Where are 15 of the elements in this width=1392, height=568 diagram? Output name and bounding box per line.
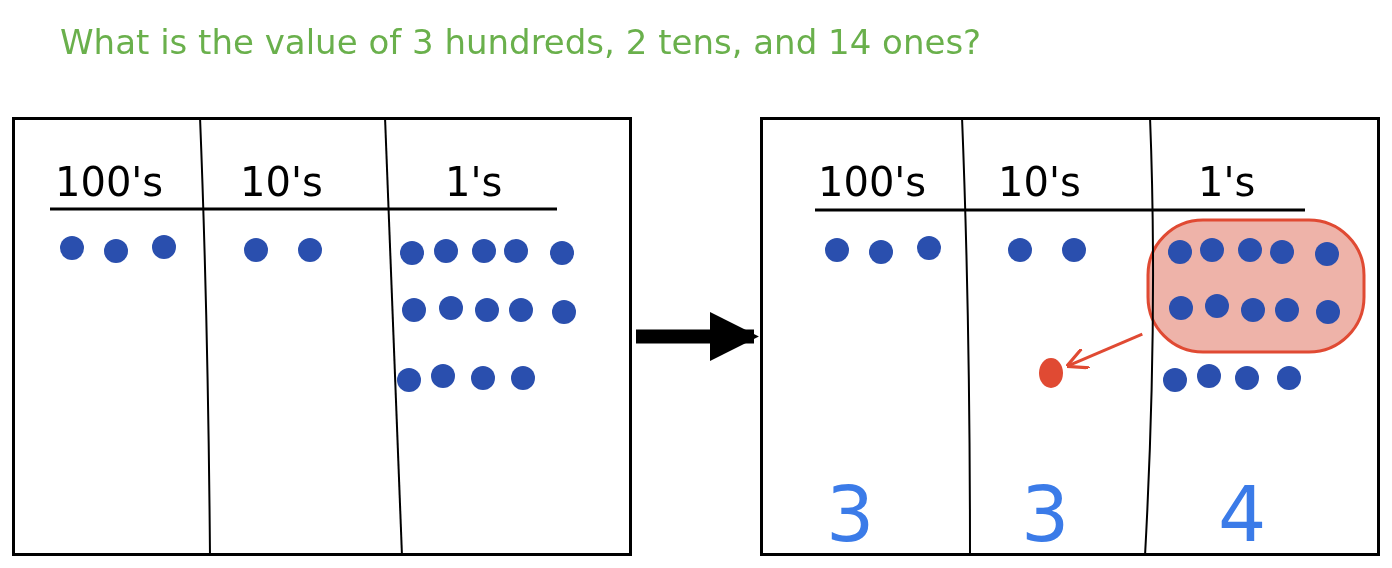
column-header: 1's xyxy=(1198,160,1256,204)
question-title: What is the value of 3 hundreds, 2 tens, and 14 ones? xyxy=(60,22,982,62)
column-header: 10's xyxy=(998,160,1081,204)
column-header: 100's xyxy=(818,160,927,204)
arrow xyxy=(636,312,759,361)
place-value-chart xyxy=(760,117,1380,556)
digit-label: 3 xyxy=(826,475,875,555)
place-value-chart xyxy=(12,117,632,556)
counter-dot xyxy=(1039,358,1063,388)
column-header: 100's xyxy=(55,160,164,204)
column-header: 1's xyxy=(445,160,503,204)
digit-label: 3 xyxy=(1021,475,1070,555)
column-header: 10's xyxy=(240,160,323,204)
arrow xyxy=(1065,332,1143,370)
digit-label: 4 xyxy=(1218,475,1267,555)
